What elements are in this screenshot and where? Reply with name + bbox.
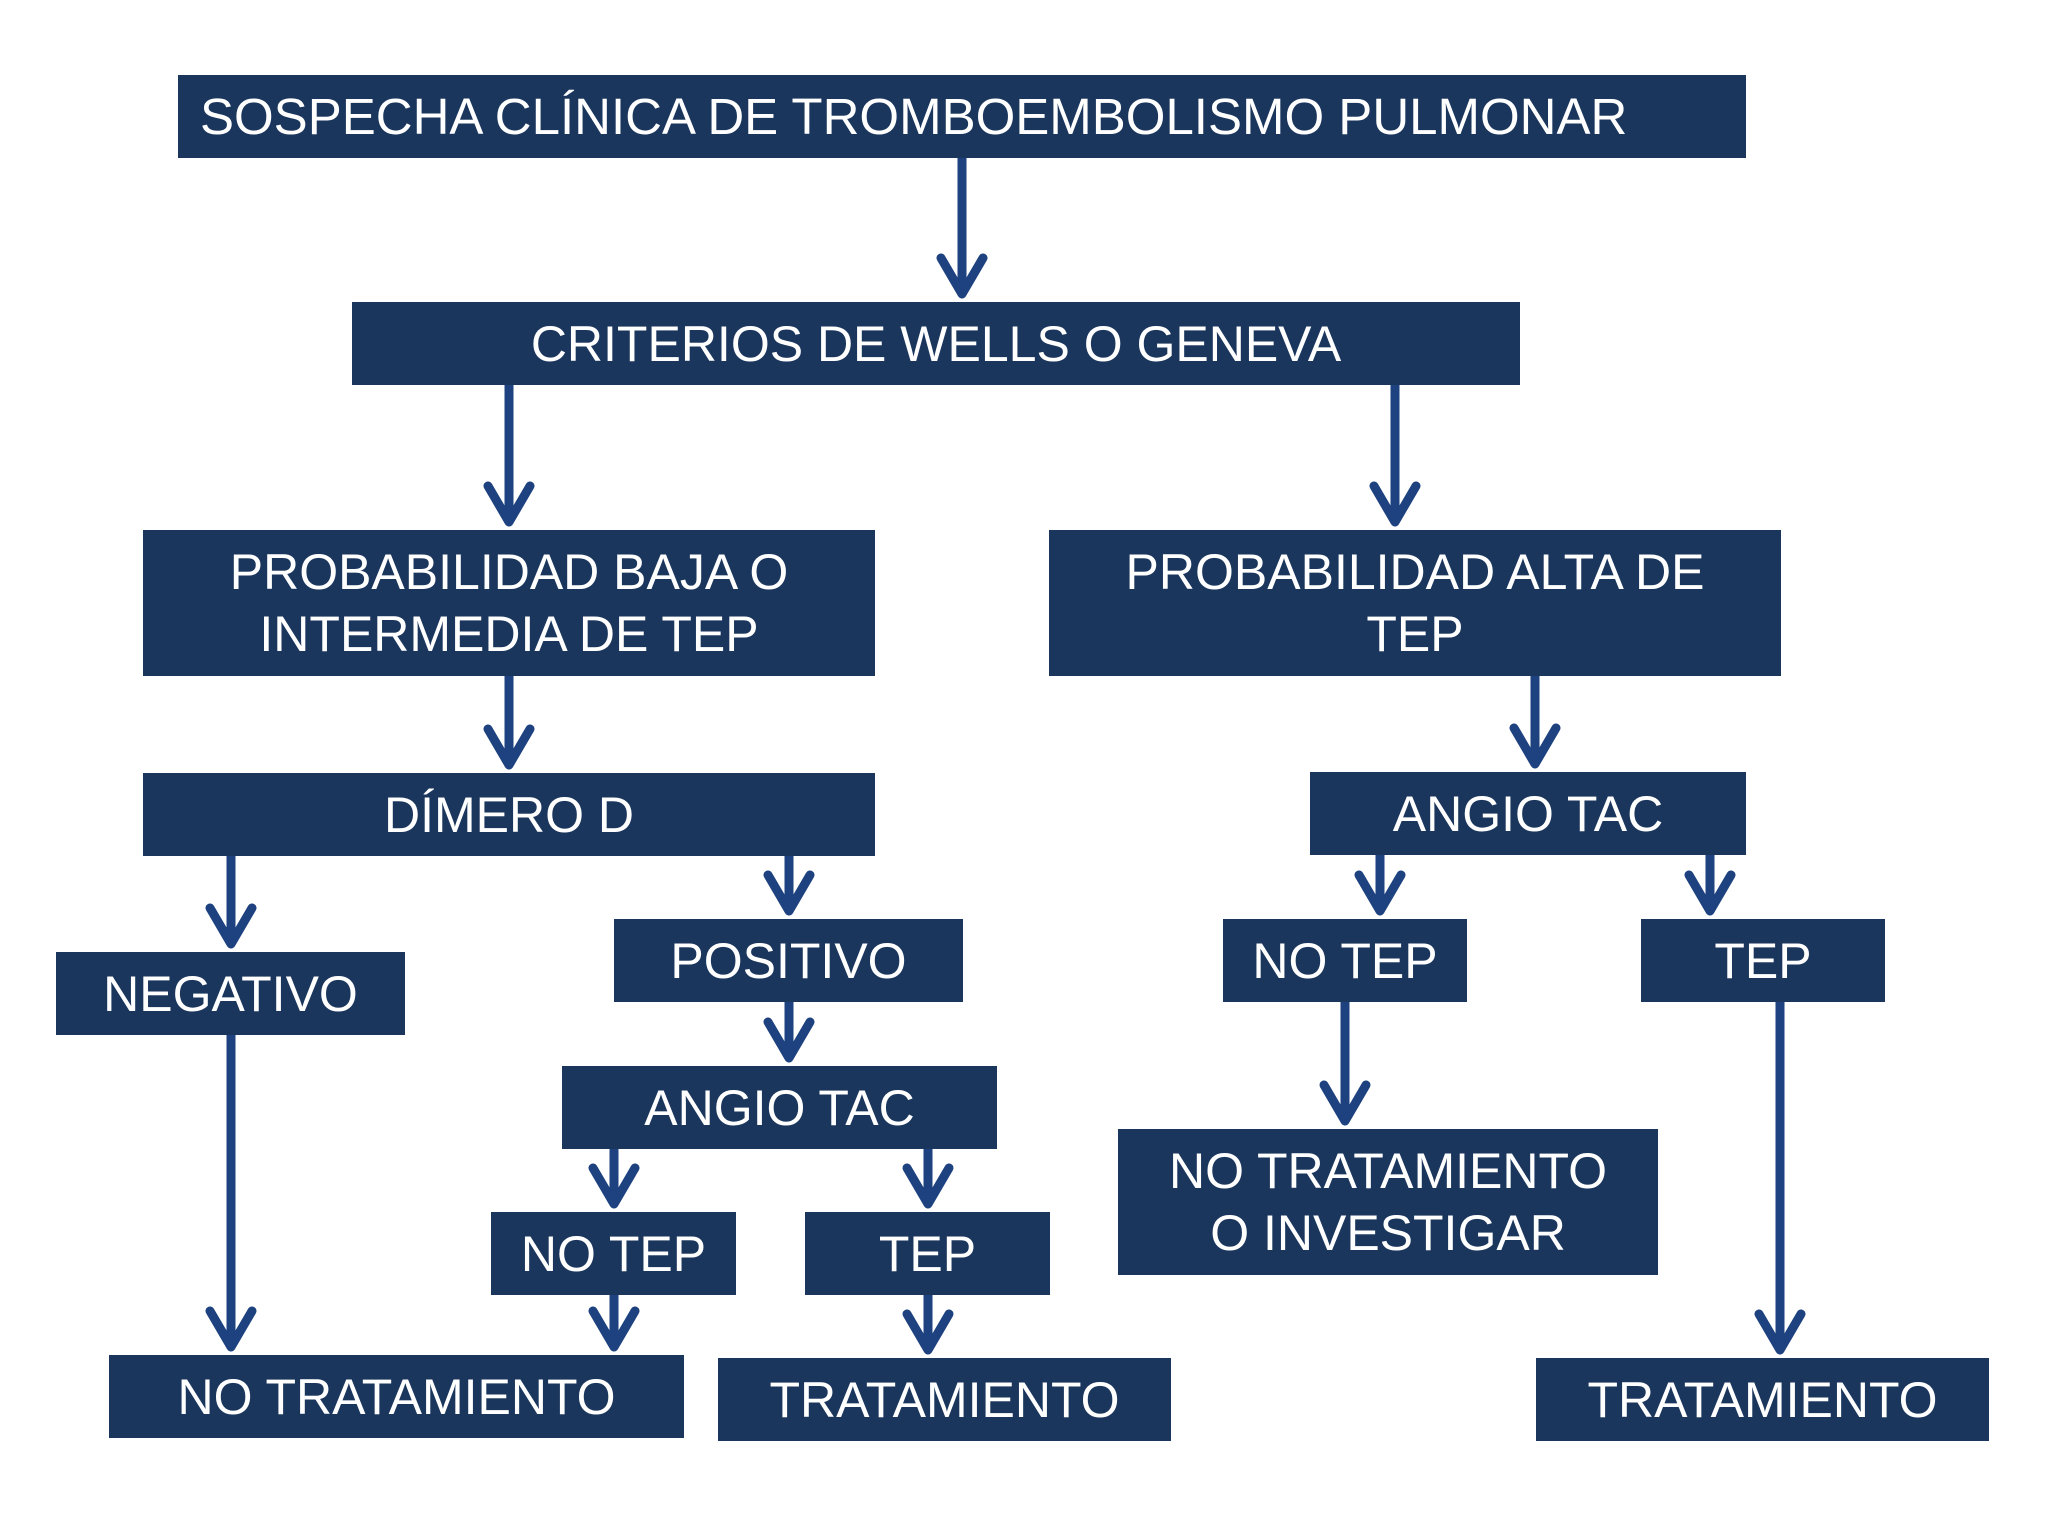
node-prob-alta: PROBABILIDAD ALTA DE TEP	[1049, 530, 1781, 676]
arrow-criterios-to-prob-baja	[483, 385, 535, 527]
arrow-angio-tac-to-tep-right	[1684, 855, 1736, 916]
node-angio-tac-left: ANGIO TAC	[562, 1066, 997, 1149]
node-no-tep-left: NO TEP	[491, 1212, 736, 1295]
node-tratamiento-right: TRATAMIENTO	[1536, 1358, 1989, 1441]
arrow-angio-tac-to-no-tep-left	[588, 1149, 640, 1209]
node-dimero: DÍMERO D	[143, 773, 875, 856]
node-no-tratamiento-investigar: NO TRATAMIENTO O INVESTIGAR	[1118, 1129, 1658, 1275]
arrow-dimero-to-negativo	[205, 856, 257, 949]
arrow-positivo-to-angio-tac	[763, 1002, 815, 1063]
node-tep-left: TEP	[805, 1212, 1050, 1295]
arrow-prob-baja-to-dimero	[483, 676, 535, 770]
node-tep-right: TEP	[1641, 919, 1885, 1002]
node-negativo: NEGATIVO	[56, 952, 405, 1035]
node-criterios: CRITERIOS DE WELLS O GENEVA	[352, 302, 1520, 385]
node-angio-tac-right: ANGIO TAC	[1310, 772, 1746, 855]
node-sospecha: SOSPECHA CLÍNICA DE TROMBOEMBOLISMO PULM…	[178, 75, 1746, 158]
arrow-prob-alta-to-angio-tac	[1509, 676, 1561, 769]
arrow-tep-right-to-tratamiento	[1754, 1002, 1806, 1355]
arrow-negativo-to-no-tratamiento	[205, 1035, 257, 1352]
arrow-tep-left-to-tratamiento	[902, 1295, 954, 1355]
arrow-no-tep-right-to-investigar	[1319, 1002, 1371, 1126]
node-positivo: POSITIVO	[614, 919, 963, 1002]
node-no-tep-right: NO TEP	[1223, 919, 1467, 1002]
node-no-tratamiento: NO TRATAMIENTO	[109, 1355, 684, 1438]
arrow-angio-tac-to-no-tep-right	[1354, 855, 1406, 916]
arrow-no-tep-left-to-no-tratamiento	[588, 1295, 640, 1352]
arrow-criterios-to-prob-alta	[1369, 385, 1421, 527]
arrow-sospecha-to-criterios	[936, 158, 988, 299]
arrow-angio-tac-to-tep-left	[902, 1149, 954, 1209]
arrow-dimero-to-positivo	[763, 856, 815, 916]
node-prob-baja: PROBABILIDAD BAJA O INTERMEDIA DE TEP	[143, 530, 875, 676]
node-tratamiento-left: TRATAMIENTO	[718, 1358, 1171, 1441]
